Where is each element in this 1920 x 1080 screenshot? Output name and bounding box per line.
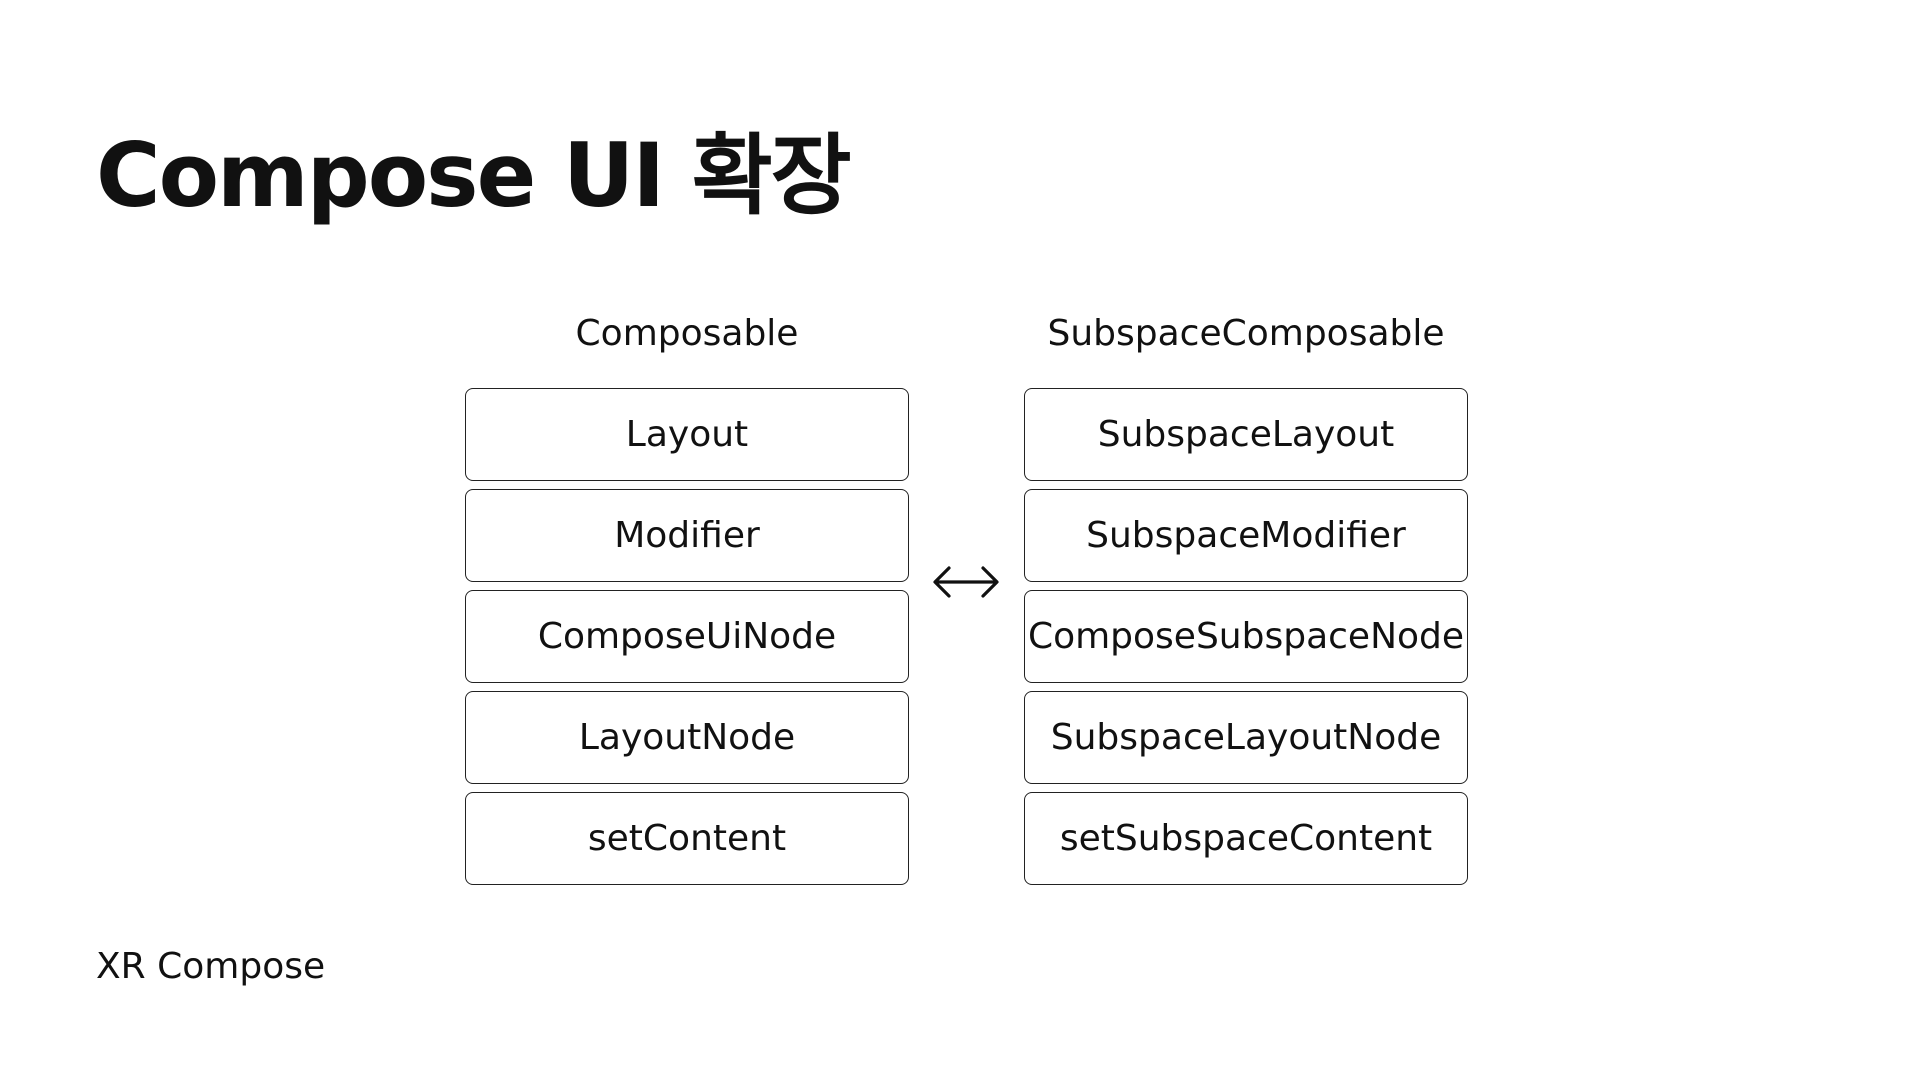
set-content-box: setContent (465, 792, 909, 885)
compose-ui-node-box: ComposeUiNode (465, 590, 909, 683)
composable-column: Composable Layout Modifier ComposeUiNode… (465, 308, 909, 893)
subspace-composable-column: SubspaceComposable SubspaceLayout Subspa… (1024, 308, 1468, 893)
subspace-modifier-box: SubspaceModifier (1024, 489, 1468, 582)
compose-subspace-node-box: ComposeSubspaceNode (1024, 590, 1468, 683)
footer-label: XR Compose (96, 946, 326, 987)
bidirectional-arrow-icon (933, 566, 999, 598)
subspace-composable-header: SubspaceComposable (1047, 313, 1445, 354)
slide-title: Compose UI 확장 (96, 124, 852, 227)
composable-header: Composable (575, 313, 799, 354)
layout-box: Layout (465, 388, 909, 481)
subspace-layout-node-box: SubspaceLayoutNode (1024, 691, 1468, 784)
layout-node-box: LayoutNode (465, 691, 909, 784)
subspace-layout-box: SubspaceLayout (1024, 388, 1468, 481)
set-subspace-content-box: setSubspaceContent (1024, 792, 1468, 885)
modifier-box: Modifier (465, 489, 909, 582)
